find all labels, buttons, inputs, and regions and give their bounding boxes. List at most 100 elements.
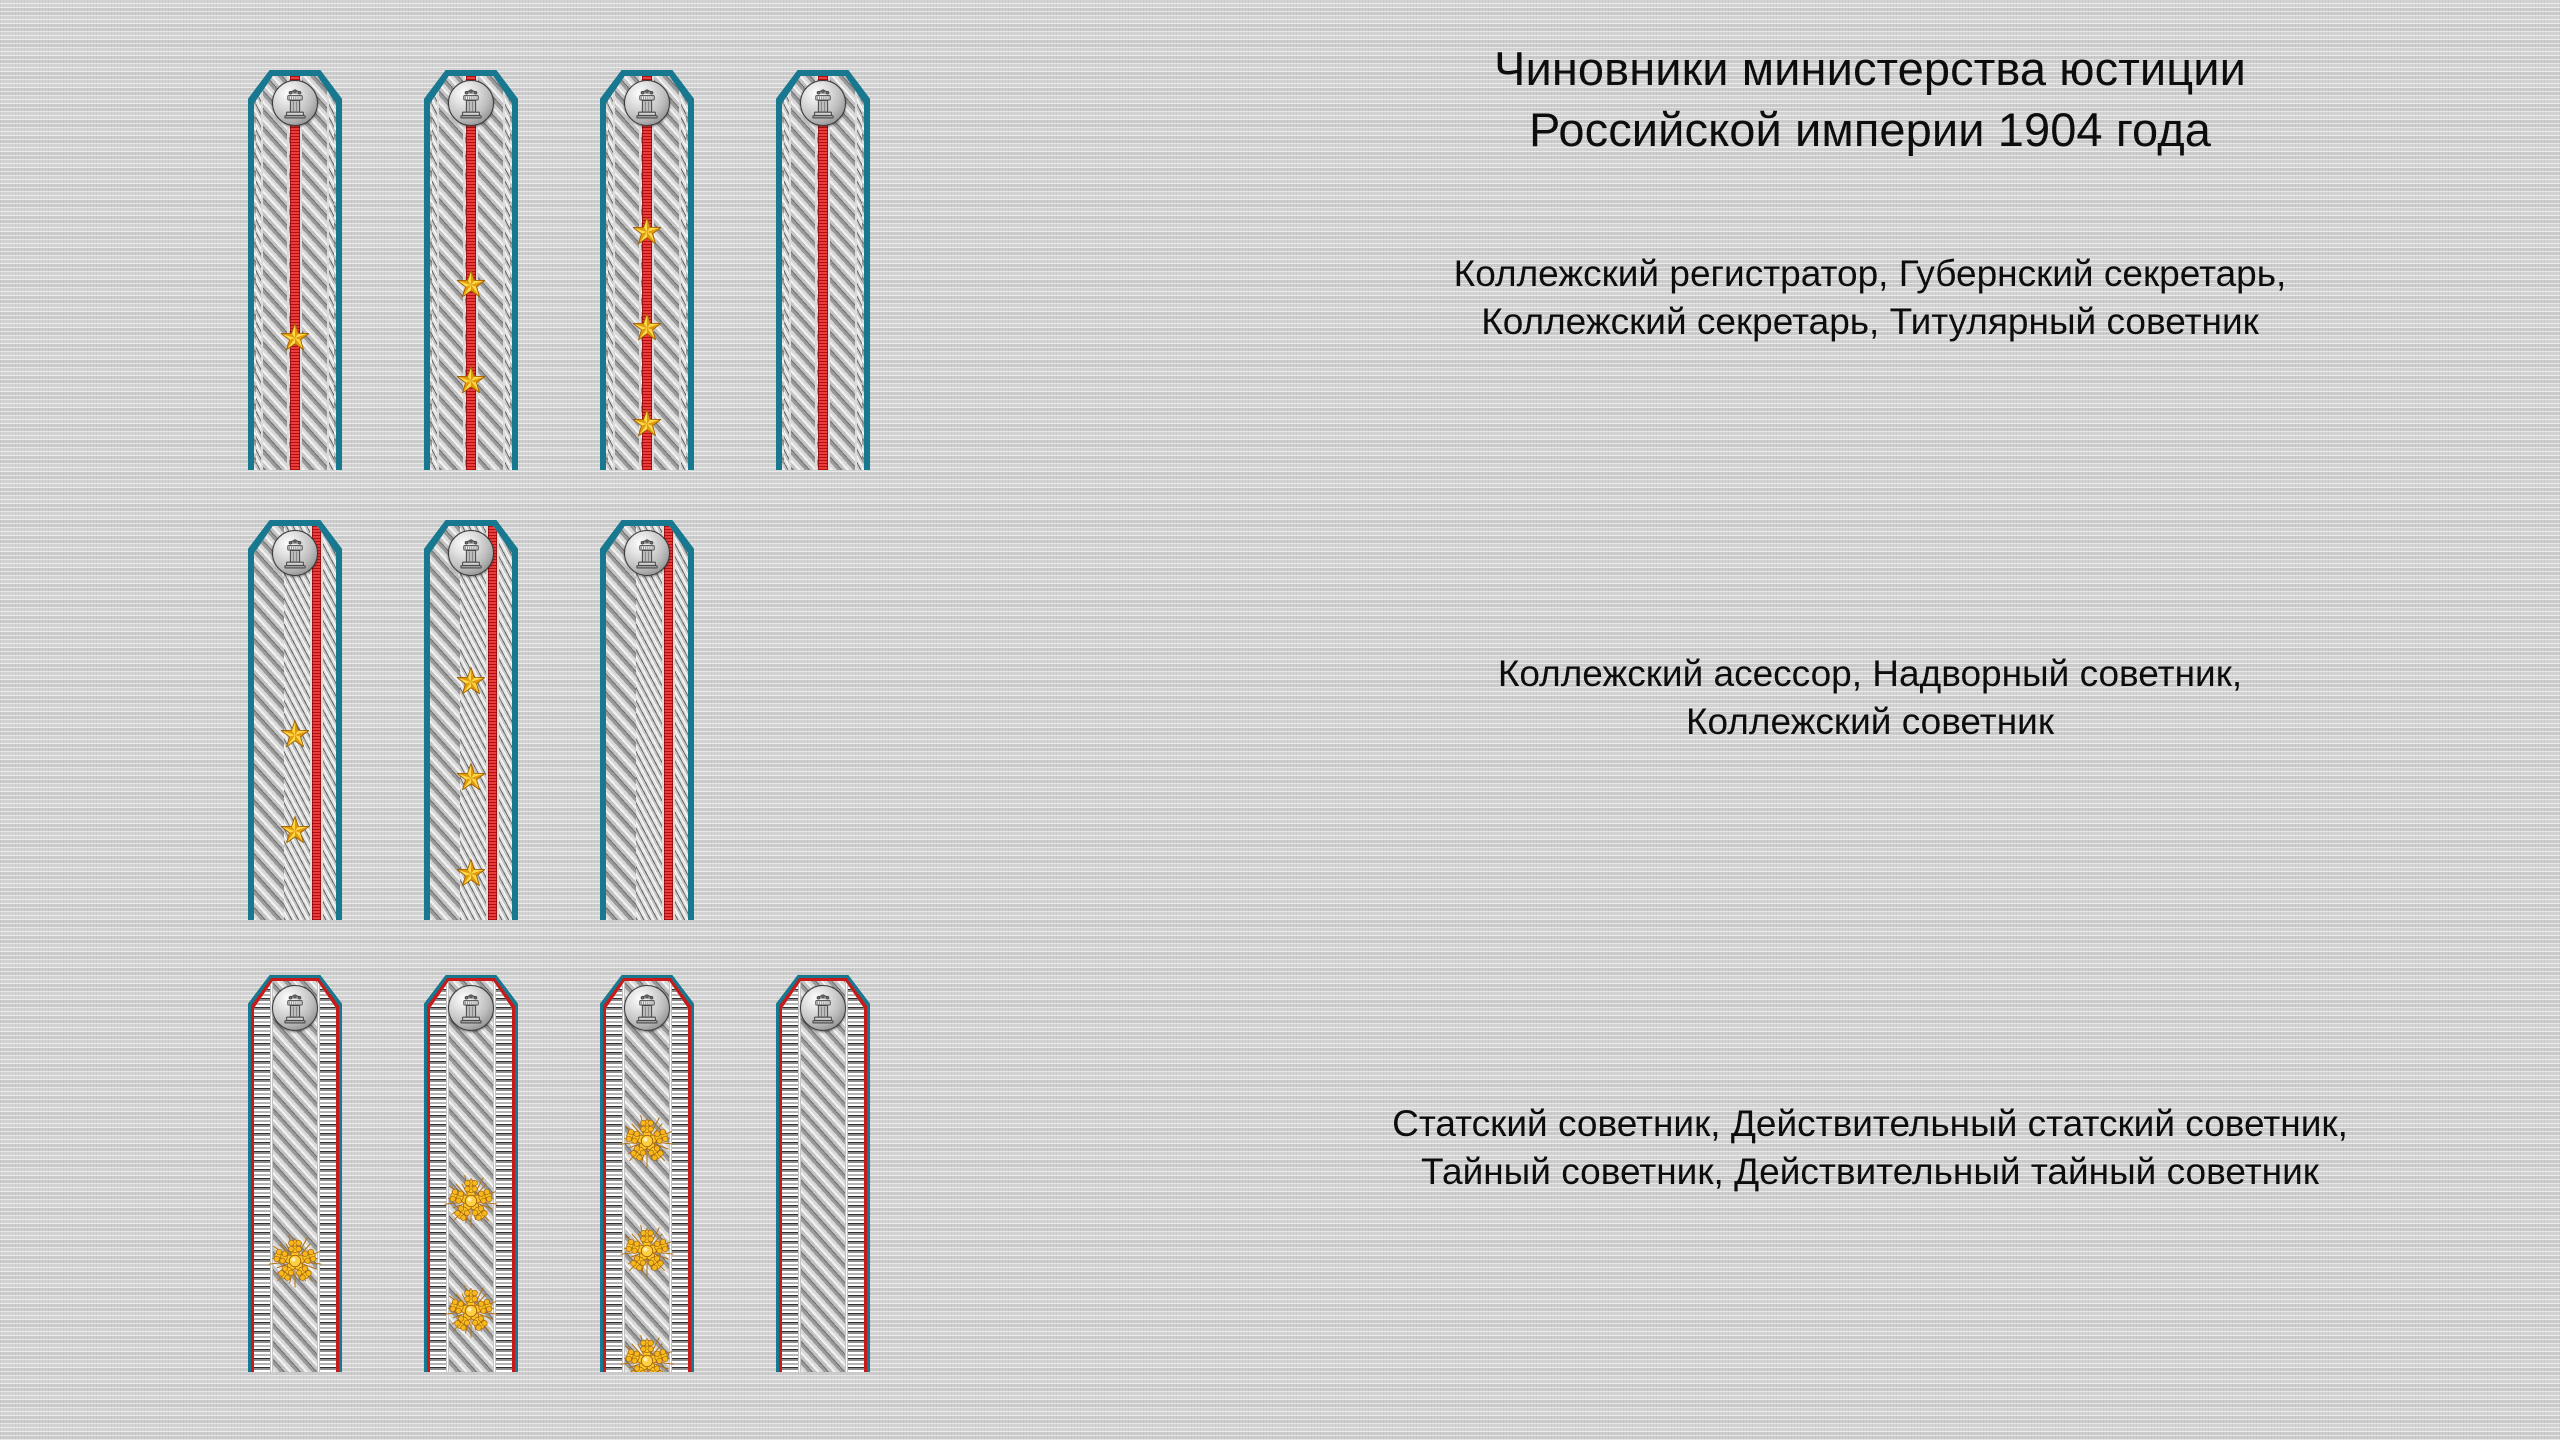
cord-outer-left [267,526,269,920]
caption-staff: Коллежский асессор, Надворный советник, … [1497,653,2243,743]
cord-left [622,981,625,1372]
board-face [782,981,864,1372]
braid-serpentine-field [606,981,688,1372]
rank-star [629,310,665,346]
board-red-welt [603,978,691,1372]
board-piping [424,520,518,920]
shoulder-board [600,70,694,470]
crowned-pillar-emblem [460,539,482,569]
cord-stripe-left [639,76,641,470]
braid-rope-field [430,526,512,920]
board-piping [248,70,342,470]
five-pointed-gold-star [280,816,310,844]
clearance-stripe-center [290,76,300,470]
rank-rosette [616,1110,678,1172]
braid-serpentine-field [254,981,336,1372]
crowned-pillar-emblem [636,89,658,119]
braid-herringbone-core [606,526,636,920]
cord-inner-left [454,526,456,920]
braid-herringbone [254,76,336,470]
rank-star [453,664,489,700]
cord-right [845,981,848,1372]
uniform-button [272,80,318,126]
cord-outer-right [673,526,675,920]
cord-left [446,981,449,1372]
rank-rosette [616,1330,678,1372]
board-piping [776,70,870,470]
cord-inner-right [310,526,312,920]
cord-left [261,76,263,470]
five-pointed-gold-star [456,667,486,695]
braid-rope-field [606,526,688,920]
clearance-stripe-right [312,526,321,920]
shoulder-board [248,520,342,920]
gold-embroidered-rosette [620,1115,674,1168]
board-piping [600,70,694,470]
crowned-pillar-emblem [284,539,306,569]
gold-embroidered-rosette [620,1335,674,1372]
braid-herringbone [430,76,512,470]
board-piping [776,975,870,1372]
five-pointed-gold-star [456,366,486,394]
uniform-button [448,530,494,576]
braid-herringbone-core [254,526,284,920]
braid-herringbone-core [449,981,493,1372]
cord-inner-left [630,526,632,920]
board-piping [600,975,694,1372]
braid-herringbone [782,76,864,470]
caption-junior: Коллежский регистратор, Губернский секре… [1453,253,2287,343]
board-face [254,981,336,1372]
clearance-stripe-center [818,76,828,470]
shoulder-board [424,70,518,470]
uniform-button [624,530,670,576]
gold-embroidered-rosette [268,1235,322,1288]
shoulder-board-grid [0,0,1180,1440]
uniform-button [272,530,318,576]
cord-left [437,76,439,470]
braid-serpentine-field [430,981,512,1372]
cord-stripe-right [652,76,654,470]
page-title: Чиновники министерства юстиции Российско… [1494,42,2246,157]
uniform-button [800,985,846,1031]
caption-column: Чиновники министерства юстиции Российско… [1180,0,2560,1440]
gold-embroidered-rosette [444,1284,498,1338]
board-piping [248,520,342,920]
uniform-button [272,985,318,1031]
cord-outer-left [443,526,445,920]
board-face [606,526,688,920]
braid-edge-right [505,76,510,470]
braid-serpentine-field [782,981,864,1372]
shoulder-board [248,70,342,470]
crowned-pillar-emblem [636,539,658,569]
rank-star [629,406,665,442]
braid-herringbone-core [273,981,317,1372]
caption-senior: Статский советник, Действительный статск… [1392,1103,2348,1193]
cord-stripe-left [463,76,465,470]
braid-edge-left [432,76,437,470]
cord-right [679,76,681,470]
cord-right [669,981,672,1372]
crowned-pillar-emblem [812,89,834,119]
board-piping [424,975,518,1372]
braid-rope-field [254,526,336,920]
cord-right [855,76,857,470]
cord-left [613,76,615,470]
board-face [430,526,512,920]
cord-right [317,981,320,1372]
rank-star [453,760,489,796]
braid-herringbone [606,76,688,470]
cord-inner-left [278,526,280,920]
cord-right [503,76,505,470]
clearance-stripe-left [445,526,454,920]
braid-herringbone-core [430,526,460,920]
board-piping [424,70,518,470]
rank-star [453,267,489,303]
crowned-pillar-emblem [460,89,482,119]
board-piping [248,975,342,1372]
braid-edge-left [256,76,261,470]
cord-left [798,981,801,1372]
uniform-button [448,985,494,1031]
rank-rosette [616,1220,678,1282]
board-face [254,526,336,920]
